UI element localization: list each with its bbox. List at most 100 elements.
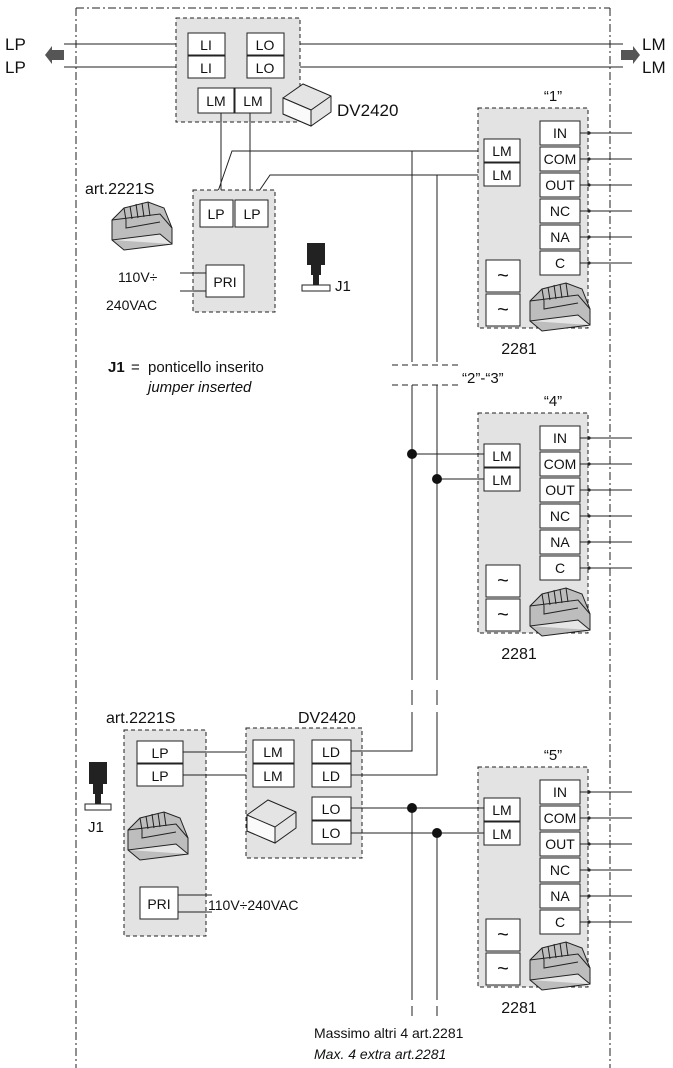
terminal-box [539, 805, 581, 831]
terminal-box [539, 224, 581, 250]
top-psu: art.2221S LP LP PRI 110V÷ 240VAC [85, 181, 276, 313]
module-lm-box [483, 443, 521, 468]
terminal-point [587, 920, 591, 924]
terminal-box [539, 425, 581, 451]
terminal-label: OUT [545, 177, 575, 193]
terminal-point [587, 894, 591, 898]
bottom-psu-lp-2: LP [151, 768, 168, 784]
module4-wires [412, 453, 484, 480]
ac-symbol: ~ [497, 604, 509, 626]
bottom-jumper: J1 [84, 762, 112, 836]
terminal-label: IN [553, 125, 567, 141]
module-lm-label: LM [492, 472, 511, 488]
bottom-psu-pri: PRI [147, 896, 170, 912]
ac-symbol: ~ [497, 958, 509, 980]
terminal-box [539, 146, 581, 172]
terminal-point [587, 183, 591, 187]
legend-en: jumper inserted [146, 379, 252, 396]
bottom-dv-device-icon [246, 799, 297, 844]
module-lm-box [483, 797, 521, 822]
top-dv-lm-1: LM [206, 93, 225, 109]
top-jumper-name: J1 [335, 278, 351, 295]
module-name: 2281 [501, 1000, 537, 1017]
terminal-box [539, 172, 581, 198]
bottom-psu-wires [183, 751, 253, 776]
bottom-dv-lm-2: LM [263, 768, 282, 784]
terminal-point [587, 868, 591, 872]
terminal-label: COM [544, 151, 577, 167]
terminal-label: OUT [545, 836, 575, 852]
ac-symbol: ~ [497, 924, 509, 946]
terminal-point [587, 566, 591, 570]
terminal-point [587, 209, 591, 213]
terminal-point [587, 514, 591, 518]
top-dv-lm-2: LM [243, 93, 262, 109]
terminal-point [587, 842, 591, 846]
bottom-psu-lp-1: LP [151, 745, 168, 761]
terminal-point [587, 488, 591, 492]
terminal-label: IN [553, 430, 567, 446]
terminal-label: COM [544, 810, 577, 826]
bus-gap-lower [411, 690, 438, 773]
module-name: 2281 [501, 646, 537, 663]
module-lm-label: LM [492, 167, 511, 183]
bus-lines [45, 43, 640, 68]
bus-right-in-label: LM [642, 35, 666, 54]
bottom-dv2420: DV2420 LM LM LD LD LO LO [245, 710, 363, 859]
terminal-point [587, 816, 591, 820]
terminal-box [539, 779, 581, 805]
ac-box [485, 952, 521, 986]
bottom-psu-name: art.2221S [106, 710, 175, 727]
terminal-label: C [555, 255, 565, 271]
bottom-dv-lo-1: LO [322, 801, 341, 817]
junction-dot [432, 474, 442, 484]
legend-it: ponticello inserito [148, 359, 264, 376]
module-name: 2281 [501, 341, 537, 358]
terminal-box [539, 909, 581, 935]
terminal-box [539, 120, 581, 146]
terminal-box [539, 451, 581, 477]
terminal-label: NA [550, 888, 570, 904]
terminal-point [587, 540, 591, 544]
top-dv-device-icon [282, 83, 332, 127]
terminal-label: OUT [545, 482, 575, 498]
terminal-point [587, 436, 591, 440]
bottom-dv-name: DV2420 [298, 710, 356, 727]
terminal-label: C [555, 914, 565, 930]
junction-dot [407, 449, 417, 459]
top-psu-pri: PRI [213, 274, 236, 290]
left-bus-arrow [45, 46, 64, 64]
junction-dot [407, 803, 417, 813]
terminal-box [539, 529, 581, 555]
bottom-psu-voltage: 110V÷240VAC [208, 897, 298, 913]
ac-box [485, 598, 521, 632]
module-lm-box [483, 138, 521, 163]
terminal-point [587, 462, 591, 466]
ac-symbol: ~ [497, 299, 509, 321]
bottom-dv-wires [351, 748, 484, 1016]
module-lm-label: LM [492, 826, 511, 842]
terminal-point [587, 261, 591, 265]
terminal-label: NC [550, 203, 570, 219]
top-psu-lp-2: LP [243, 206, 260, 222]
ac-box [485, 293, 521, 327]
ac-box [485, 564, 521, 598]
terminal-label: NC [550, 508, 570, 524]
footer-it: Massimo altri 4 art.2281 [314, 1025, 464, 1041]
ac-box [485, 918, 521, 952]
terminal-box [539, 555, 581, 581]
top-jumper: J1 [301, 243, 351, 295]
right-bus-arrow [621, 46, 640, 64]
bus-left-in-label: LP [5, 35, 26, 54]
terminal-point [587, 131, 591, 135]
top-dv-lo-2: LO [256, 60, 275, 76]
top-psu-voltage-2: 240VAC [106, 297, 157, 313]
top-dv-li-1: LI [200, 37, 212, 53]
module-lm-label: LM [492, 143, 511, 159]
bus-left-out-label: LP [5, 58, 26, 77]
top-dv-li-2: LI [200, 60, 212, 76]
module-lm-label: LM [492, 448, 511, 464]
